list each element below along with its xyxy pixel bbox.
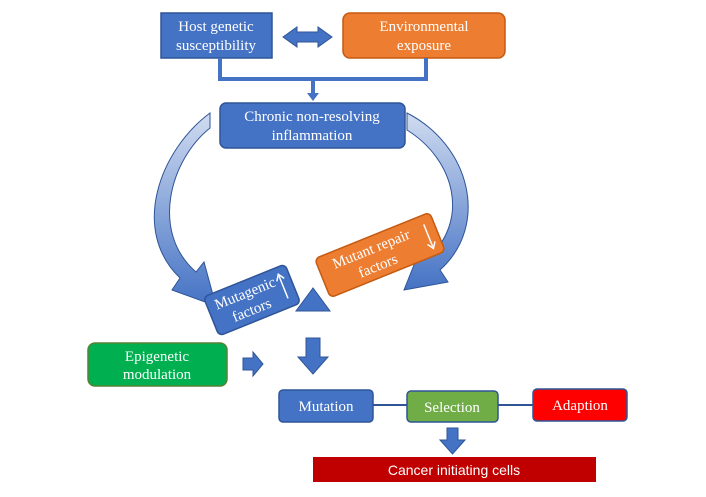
selection-label: Selection [424, 400, 480, 416]
host-genetic-line-2: susceptibility [176, 38, 256, 54]
bidirectional-arrow-icon [282, 26, 333, 48]
adaption-node: Adaption [532, 388, 628, 422]
merge-connector [218, 58, 428, 101]
environmental-line-1: Environmental [379, 19, 468, 35]
selection-node: Selection [406, 390, 499, 423]
left-curved-arrow-icon [153, 112, 217, 307]
mutation-label: Mutation [299, 399, 354, 415]
host-genetic-line-1: Host genetic [178, 19, 254, 35]
epigenetic-node: Epigenetic modulation [87, 342, 228, 387]
chronic-inflammation-node: Chronic non-resolving inflammation [219, 102, 406, 149]
mutagenic-factors-node: Mutagenic factors [204, 264, 300, 336]
mutant-repair-node: Mutant repair factors [315, 213, 445, 297]
fulcrum-triangle-icon [295, 287, 331, 312]
mutation-node: Mutation [278, 389, 374, 423]
environmental-line-2: exposure [397, 38, 451, 54]
down-small-arrow-icon [438, 427, 467, 455]
inflammation-line-2: inflammation [272, 128, 353, 144]
host-genetic-node: Host genetic susceptibility [160, 12, 273, 59]
environmental-node: Environmental exposure [342, 12, 506, 59]
cancer-cells-node: Cancer initiating cells [313, 457, 596, 482]
up-arrow-icon [276, 273, 289, 299]
down-arrow-icon [423, 224, 436, 250]
epigenetic-line-1: Epigenetic [125, 349, 189, 365]
inflammation-line-1: Chronic non-resolving [244, 109, 380, 125]
right-curved-arrow-icon [403, 112, 469, 291]
down-block-arrow-icon [296, 337, 330, 375]
adaption-label: Adaption [552, 398, 608, 414]
cancer-cells-label: Cancer initiating cells [388, 462, 520, 478]
right-block-arrow-icon [242, 350, 264, 378]
epigenetic-line-2: modulation [123, 367, 192, 383]
